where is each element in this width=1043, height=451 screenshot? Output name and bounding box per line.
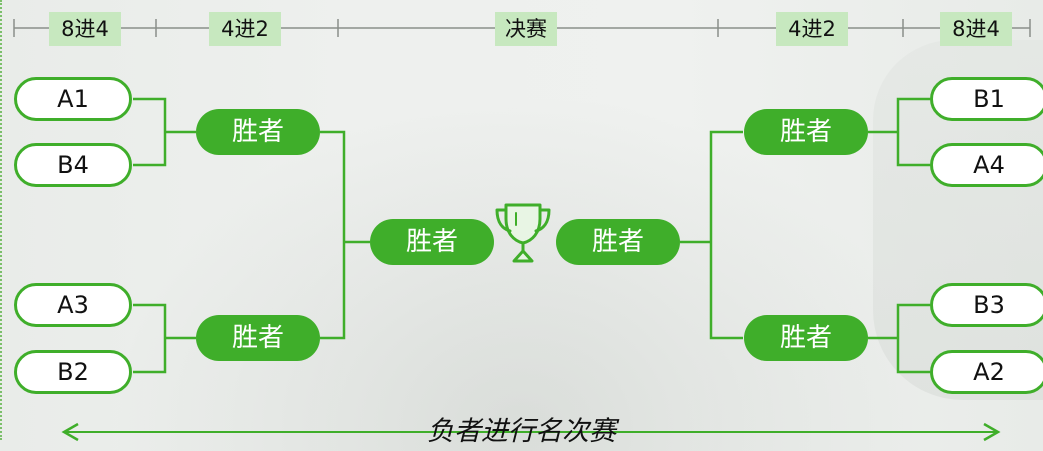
winner-left-semifinal-bottom: 胜者 (196, 315, 320, 361)
team-right-3: B3 (930, 283, 1043, 327)
winner-right-final: 胜者 (556, 219, 680, 265)
team-left-3: A3 (14, 283, 132, 327)
team-right-1: B1 (930, 77, 1043, 121)
stage-right-quarterfinal: 8进4 (940, 12, 1012, 46)
winner-right-semifinal-top: 胜者 (744, 109, 868, 155)
stage-left-quarterfinal: 8进4 (49, 12, 121, 46)
stage-final: 决赛 (495, 12, 557, 46)
team-left-4: B2 (14, 350, 132, 394)
trophy-icon (495, 203, 551, 263)
stage-right-semifinal: 4进2 (776, 12, 848, 46)
winner-right-semifinal-bottom: 胜者 (744, 315, 868, 361)
team-left-2: B4 (14, 143, 132, 187)
team-right-2: A4 (930, 143, 1043, 187)
winner-left-semifinal-top: 胜者 (196, 109, 320, 155)
team-left-1: A1 (14, 77, 132, 121)
left-dotted-border (0, 0, 5, 440)
team-right-4: A2 (930, 350, 1043, 394)
stage-left-semifinal: 4进2 (209, 12, 281, 46)
winner-left-final: 胜者 (370, 219, 494, 265)
bottom-note: 负者进行名次赛 (427, 416, 616, 447)
